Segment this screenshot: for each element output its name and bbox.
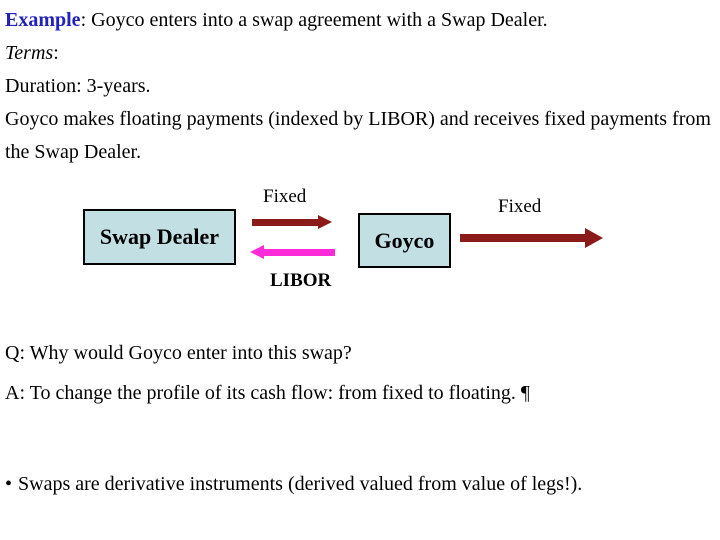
example-text: : Goyco enters into a swap agreement wit…	[80, 9, 548, 31]
bullet-marker: •	[5, 473, 13, 495]
arrow-head-right-icon	[318, 215, 332, 229]
goyco-box: Goyco	[358, 213, 451, 268]
intro-block: Example: Goyco enters into a swap agreem…	[5, 4, 713, 169]
duration-line: Duration: 3-years.	[5, 75, 151, 97]
terms-keyword: Terms	[5, 42, 54, 64]
example-keyword: Example	[5, 9, 81, 31]
swap-dealer-box: Swap Dealer	[83, 209, 236, 265]
terms-line: Terms:	[5, 37, 713, 70]
libor-label: LIBOR	[270, 270, 332, 291]
arrow-head-left-icon	[250, 245, 264, 259]
arrow-shaft	[460, 234, 585, 242]
fixed-label-left: Fixed	[263, 186, 307, 207]
example-line: Example: Goyco enters into a swap agreem…	[5, 4, 713, 37]
libor-arrow-goyco-to-dealer	[250, 245, 335, 259]
arrow-head-right-icon	[585, 228, 603, 248]
fixed-label-right: Fixed	[498, 196, 542, 217]
description-line: Goyco makes floating payments (indexed b…	[5, 108, 711, 163]
goyco-box-label: Goyco	[374, 227, 435, 253]
swap-dealer-box-label: Swap Dealer	[99, 224, 220, 249]
fixed-arrow-dealer-to-goyco	[252, 215, 332, 229]
question-line: Q: Why would Goyco enter into this swap?	[5, 342, 352, 364]
bullet-line: •Swaps are derivative instruments (deriv…	[5, 473, 582, 496]
answer-line: A: To change the profile of its cash flo…	[5, 382, 530, 404]
fixed-arrow-goyco-outward	[460, 228, 603, 248]
arrow-shaft	[252, 218, 318, 226]
bullet-text: Swaps are derivative instruments (derive…	[18, 473, 583, 495]
terms-colon: :	[53, 42, 59, 64]
arrow-shaft	[264, 248, 335, 256]
